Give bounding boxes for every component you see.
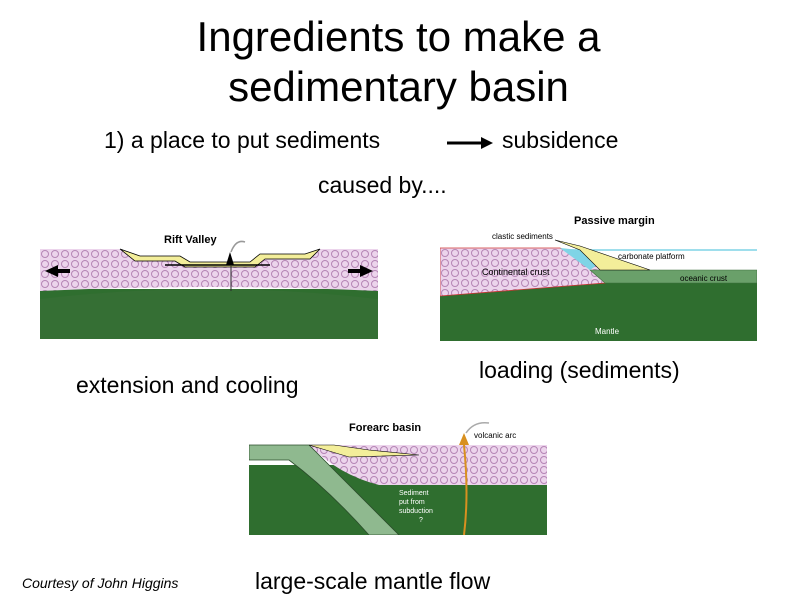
forearc-caption: large-scale mantle flow bbox=[255, 568, 491, 594]
subtitle-right: subsidence bbox=[502, 127, 619, 153]
forearc-basin-diagram: Forearc basin volcanic arc Sediment put … bbox=[249, 405, 547, 535]
volcanic-arc-label: volcanic arc bbox=[474, 431, 516, 440]
clastic-label: clastic sediments bbox=[492, 232, 553, 241]
title-line-1: Ingredients to make a bbox=[196, 13, 601, 60]
mantle-label: Mantle bbox=[595, 327, 620, 336]
credit-text: Courtesy of John Higgins bbox=[22, 575, 179, 591]
rift-valley-label: Rift Valley bbox=[164, 234, 217, 246]
page-title: Ingredients to make a sedimentary basin bbox=[0, 12, 797, 112]
title-line-2: sedimentary basin bbox=[228, 63, 569, 110]
rift-valley-diagram: Rift Valley bbox=[40, 209, 378, 339]
subtitle-left: 1) a place to put sediments bbox=[104, 127, 381, 153]
rift-caption: extension and cooling bbox=[76, 372, 299, 398]
arrow-right-icon bbox=[447, 137, 493, 149]
forearc-note: Sediment put from subduction ? bbox=[399, 490, 435, 524]
carbonate-label: carbonate platform bbox=[618, 252, 685, 261]
oceanic-crust-label: oceanic crust bbox=[680, 274, 728, 283]
caused-by-text: caused by.... bbox=[318, 172, 447, 198]
passive-margin-diagram: Passive margin clastic sediments carbona… bbox=[440, 208, 757, 341]
forearc-label: Forearc basin bbox=[349, 422, 421, 434]
passive-caption: loading (sediments) bbox=[479, 357, 680, 383]
passive-margin-label: Passive margin bbox=[574, 215, 655, 227]
continental-crust-label: Continental crust bbox=[482, 267, 550, 277]
